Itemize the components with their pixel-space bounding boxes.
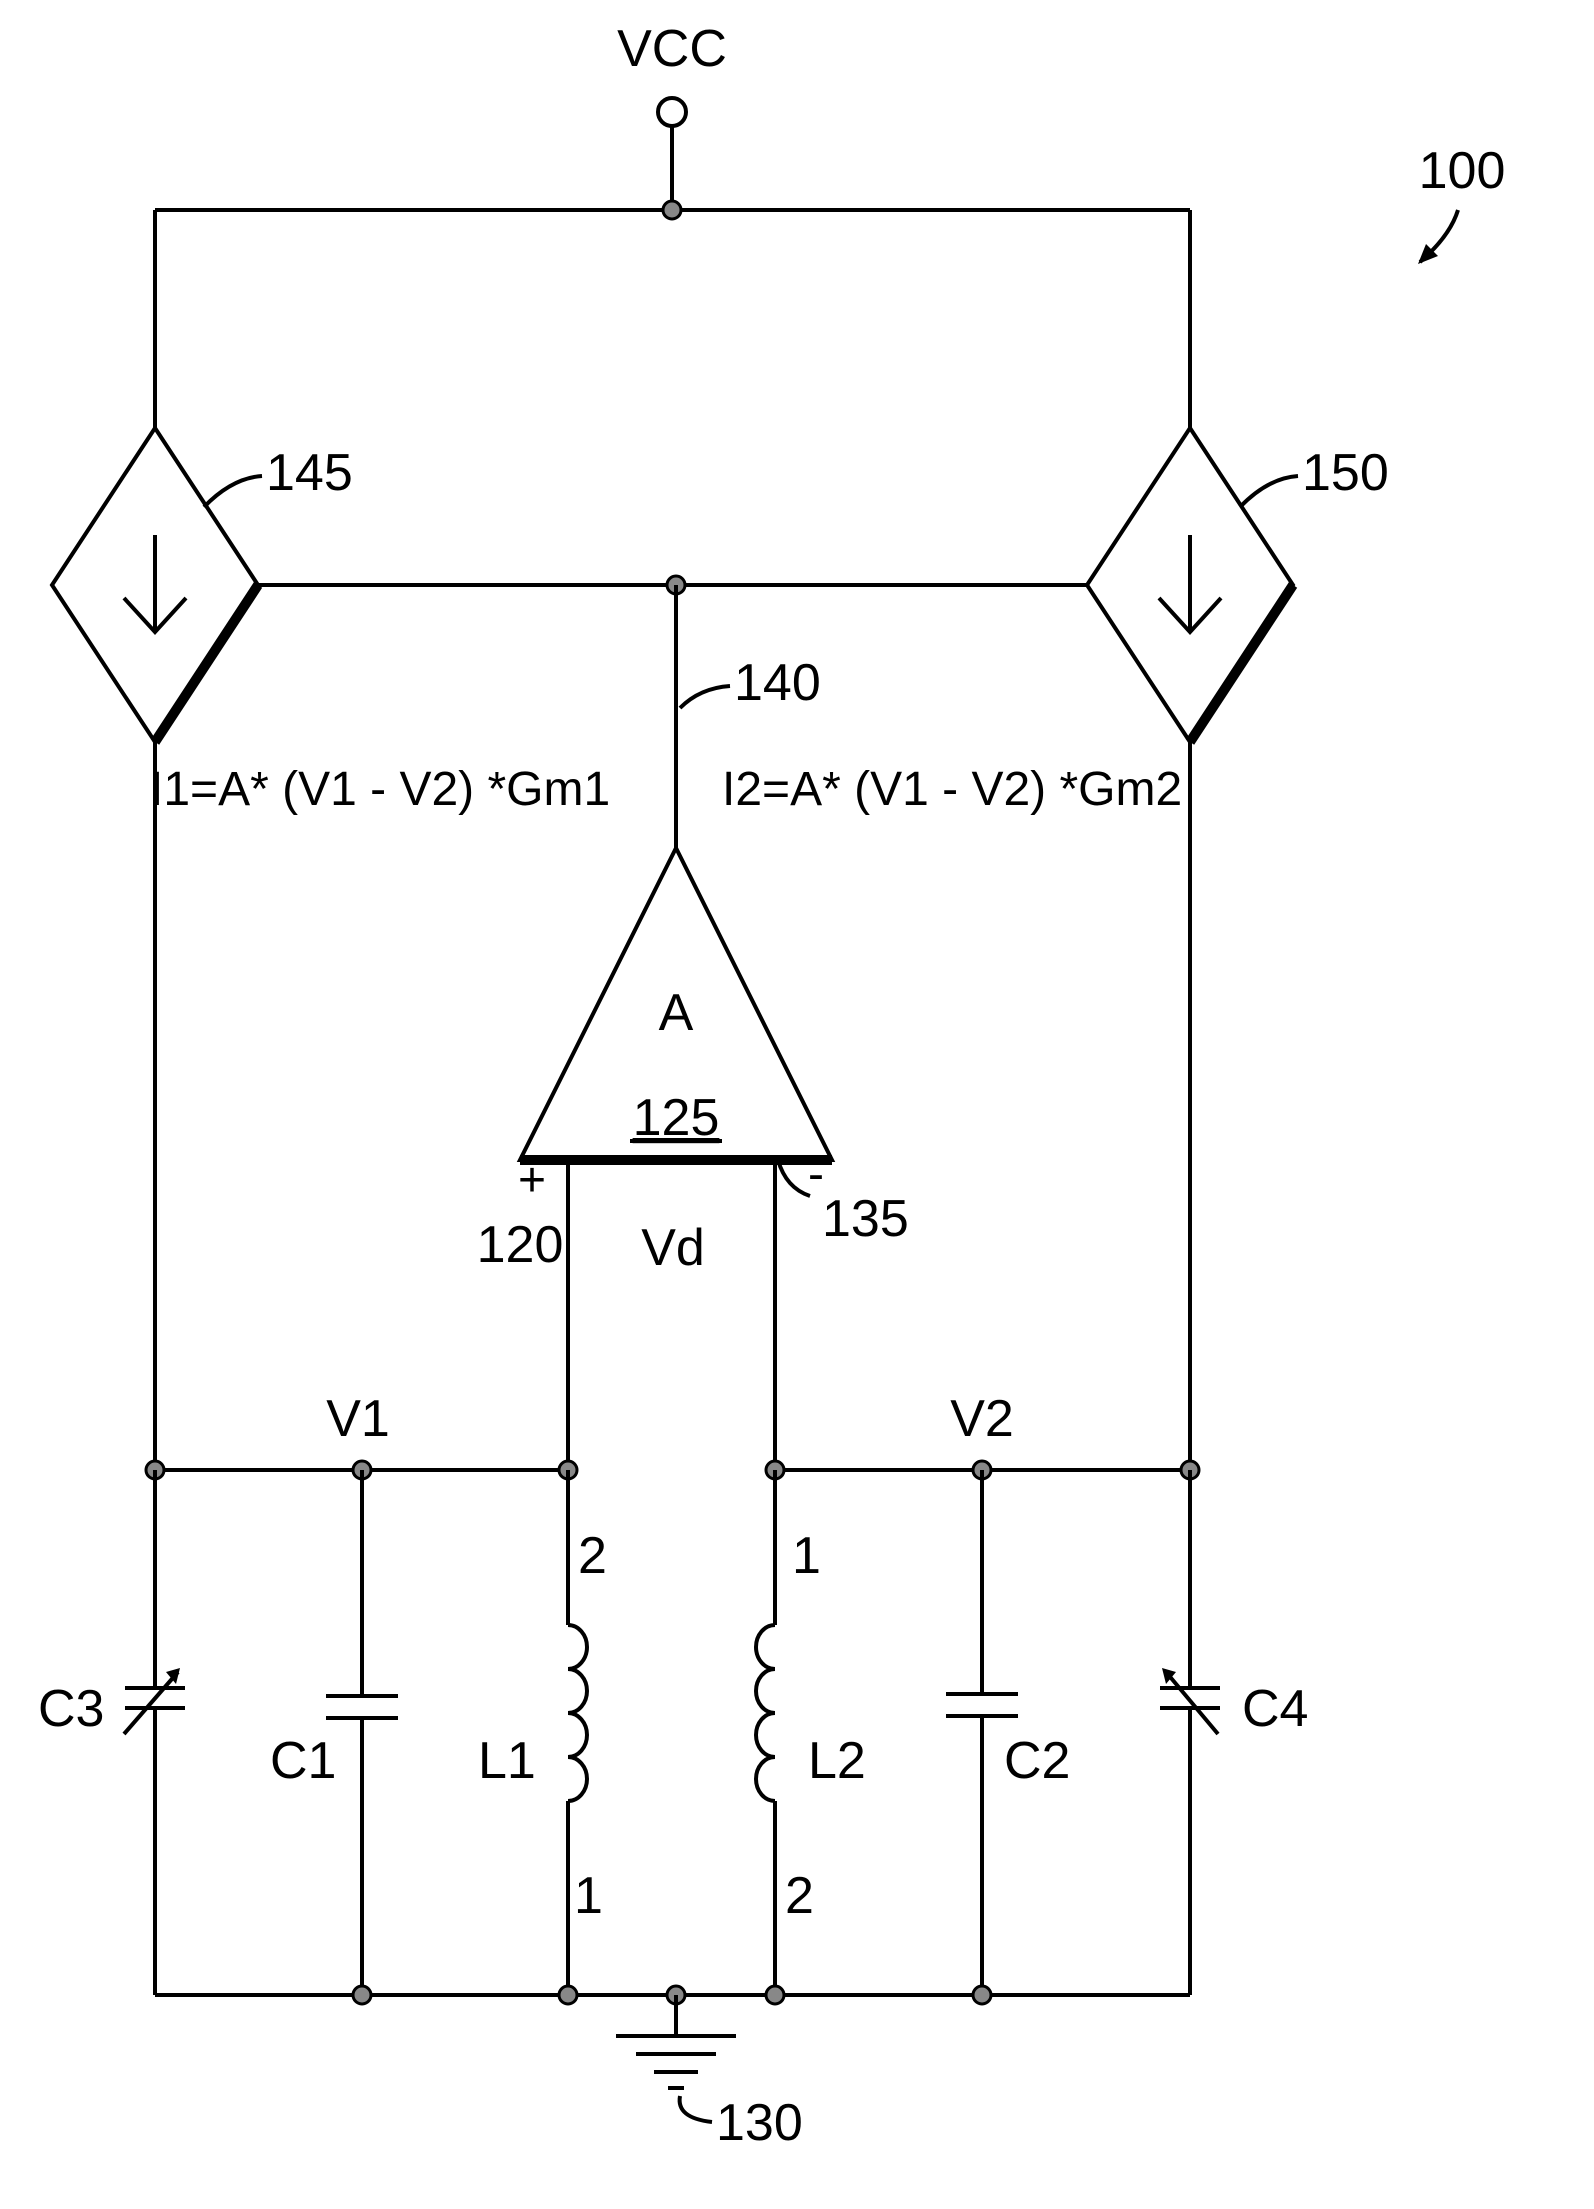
control-ref: 140 — [734, 654, 821, 712]
figure-arrow — [1418, 210, 1458, 264]
left-source-ref: 145 — [266, 444, 353, 502]
right-current-source — [1087, 428, 1293, 742]
ground-icon — [616, 1995, 736, 2088]
ground-ref: 130 — [716, 2094, 803, 2152]
amp-plus-sign: + — [518, 1154, 546, 1207]
ground-node-c1 — [353, 1986, 371, 2004]
amp-minus-ref: 135 — [822, 1190, 909, 1248]
ground-leader — [680, 2096, 712, 2122]
amplifier-gain-label: A — [659, 984, 694, 1042]
control-leader — [680, 686, 730, 708]
vcc-label: VCC — [617, 20, 727, 78]
left-current-source — [52, 428, 258, 742]
l2-label: L2 — [808, 1732, 866, 1790]
amp-plus-ref: 120 — [477, 1216, 564, 1274]
l2-pin-top: 1 — [792, 1527, 821, 1585]
v2-label: V2 — [950, 1390, 1014, 1448]
v1-label: V1 — [326, 1390, 390, 1448]
c1-label: C1 — [270, 1732, 336, 1790]
vcc-terminal — [658, 98, 686, 210]
l2-inductor — [756, 1470, 775, 1995]
right-source-expression: I2=A* (V1 - V2) *Gm2 — [722, 763, 1182, 816]
c3-variable-capacitor — [124, 1470, 185, 1995]
right-source-leader — [1240, 476, 1298, 507]
amp-minus-leader — [778, 1160, 810, 1196]
l1-label: L1 — [478, 1732, 536, 1790]
top-rail-node — [663, 201, 681, 219]
ground-node-c2 — [973, 1986, 991, 2004]
amplifier-ref: 125 — [633, 1089, 720, 1147]
left-source-leader — [204, 476, 262, 507]
c4-label: C4 — [1242, 1680, 1308, 1738]
differential-voltage-label: Vd — [641, 1219, 705, 1277]
c1-capacitor — [326, 1470, 398, 1995]
l1-pin-top: 2 — [578, 1527, 607, 1585]
ground-node-l2 — [766, 1986, 784, 2004]
c3-label: C3 — [38, 1680, 104, 1738]
c4-variable-capacitor — [1160, 1470, 1220, 1995]
l1-pin-bottom: 1 — [574, 1867, 603, 1925]
figure-number: 100 — [1419, 142, 1506, 200]
right-source-ref: 150 — [1302, 444, 1389, 502]
l2-pin-bottom: 2 — [785, 1867, 814, 1925]
c2-label: C2 — [1004, 1732, 1070, 1790]
left-source-expression: I1=A* (V1 - V2) *Gm1 — [150, 763, 610, 816]
ground-node-l1 — [559, 1986, 577, 2004]
